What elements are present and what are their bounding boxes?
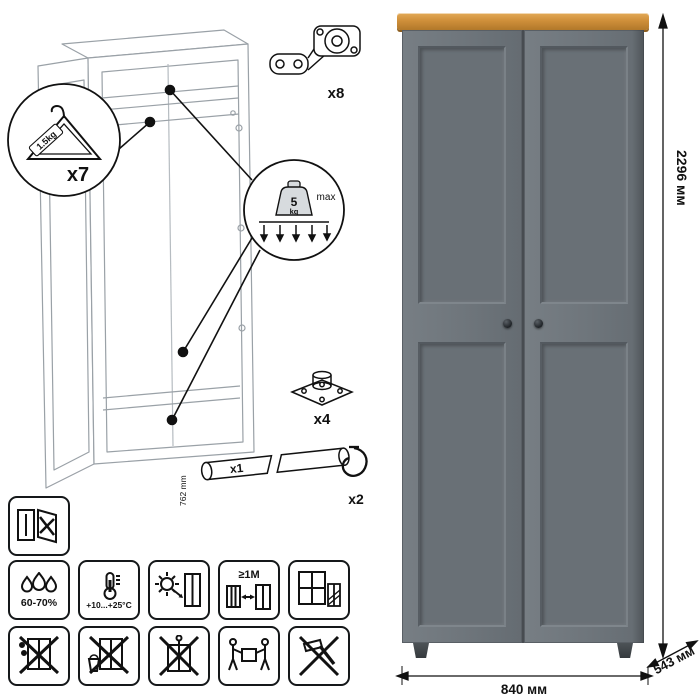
shelf-load-callout: 5 kg max bbox=[243, 159, 345, 261]
foot-count-label: x4 bbox=[314, 411, 331, 428]
hanger-count-label: x7 bbox=[67, 164, 89, 186]
wardrobe-foot bbox=[413, 643, 429, 658]
no-sunlight-icon bbox=[155, 572, 201, 607]
shelf-load-unit: kg bbox=[290, 207, 299, 216]
no-hammer-icon bbox=[298, 635, 340, 677]
no-climbing-icon bbox=[158, 635, 200, 677]
ventilation-box bbox=[288, 560, 350, 620]
depth-dimension-label: 543 мм bbox=[651, 643, 697, 677]
two-person-carry-icon bbox=[228, 638, 270, 671]
wardrobe-line-drawing: 1.5kg x7 5 kg max bbox=[7, 25, 368, 507]
sunlight-box bbox=[148, 560, 210, 620]
load-arrows-icon bbox=[259, 221, 332, 243]
no-solvent-box bbox=[78, 626, 140, 686]
door-care-box bbox=[8, 496, 70, 556]
door-panel bbox=[540, 342, 628, 627]
hook-count-label: x2 bbox=[348, 491, 364, 507]
wardrobe-foot bbox=[617, 643, 633, 658]
window-ventilation-icon bbox=[298, 571, 341, 607]
no-solvent-icon bbox=[87, 635, 130, 675]
door-panel bbox=[418, 46, 506, 304]
heat-distance-icon bbox=[226, 583, 271, 610]
temperature-label: +10...+25°C bbox=[86, 599, 132, 610]
temperature-box: +10...+25°C bbox=[78, 560, 140, 620]
shelf-load-max: max bbox=[317, 192, 336, 203]
thermometer-icon bbox=[103, 571, 120, 600]
height-dimension-label: 2296 мм bbox=[674, 150, 690, 206]
width-dimension-label: 840 мм bbox=[501, 682, 547, 697]
no-wet-cleaning-icon bbox=[18, 635, 60, 675]
wardrobe-door-right bbox=[524, 30, 644, 643]
hinge-count-label: x8 bbox=[328, 85, 345, 102]
shelf-load-value: 5 bbox=[291, 195, 298, 209]
callout-leaders bbox=[103, 84, 261, 426]
rod-count-label: x1 bbox=[229, 461, 244, 476]
two-person-carry-box bbox=[218, 626, 280, 686]
weight-icon bbox=[275, 180, 313, 216]
door-knob bbox=[534, 319, 543, 328]
foot-icon bbox=[290, 370, 354, 406]
hook-icon bbox=[341, 445, 368, 477]
wardrobe-body bbox=[402, 30, 644, 643]
door-panel bbox=[540, 46, 628, 304]
distance-label: ≥1M bbox=[238, 568, 260, 581]
door-adjust-icon bbox=[17, 508, 57, 544]
heat-distance-box: ≥1M bbox=[218, 560, 280, 620]
wardrobe-product bbox=[397, 13, 649, 661]
humidity-box: 60-70% bbox=[8, 560, 70, 620]
door-panel bbox=[418, 342, 506, 627]
rod-icon bbox=[200, 447, 350, 481]
no-hammering-box bbox=[288, 626, 350, 686]
no-wet-cleaning-box bbox=[8, 626, 70, 686]
door-knob bbox=[503, 319, 512, 328]
humidity-label: 60-70% bbox=[20, 596, 58, 609]
rod-length-label: 762 mm bbox=[178, 475, 188, 506]
wardrobe-door-left bbox=[402, 30, 522, 643]
hanger-callout: 1.5kg x7 bbox=[7, 83, 121, 197]
hinge-icon bbox=[269, 25, 361, 75]
no-climbing-box bbox=[148, 626, 210, 686]
wardrobe-top-board bbox=[397, 13, 649, 30]
humidity-icon bbox=[20, 571, 58, 593]
